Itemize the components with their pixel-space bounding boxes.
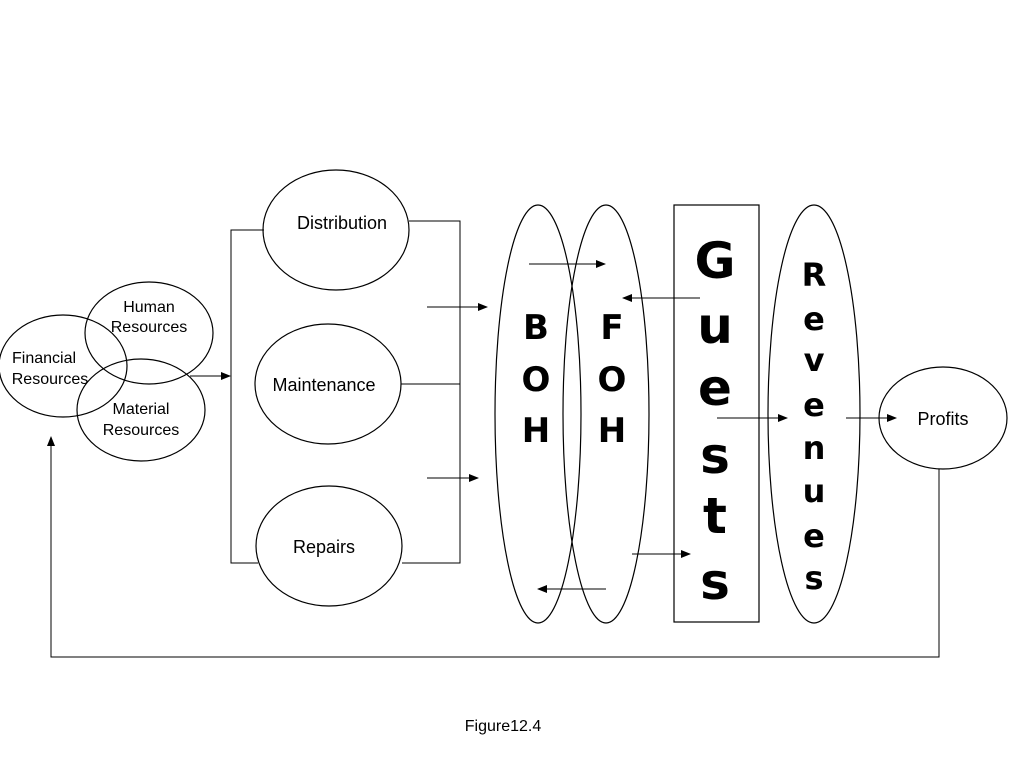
guests-letter-s2: s: [700, 553, 730, 611]
distribution-label: Distribution: [297, 213, 387, 233]
material-resources-label-2: Resources: [103, 422, 179, 439]
material-resources-label-1: Material: [113, 401, 170, 418]
financial-resources-label-2: Resources: [12, 371, 88, 388]
repairs-label: Repairs: [293, 537, 355, 557]
revenues-letter-v: v: [804, 341, 825, 379]
revenues-letter-s: s: [804, 559, 823, 597]
material-resources-ellipse: [76, 358, 206, 462]
revenues-ellipse: [767, 204, 861, 624]
guests-letter-g: G: [694, 232, 735, 290]
revenues-letter-e1: e: [803, 300, 825, 338]
figure-caption: Figure12.4: [465, 718, 542, 735]
boh-letter-o: O: [522, 360, 551, 400]
repairs-ellipse: [255, 485, 403, 607]
guests-box: [673, 204, 760, 623]
human-resources-ellipse: [84, 281, 214, 385]
revenues-letter-r: R: [802, 256, 827, 294]
departments-left-bracket: [230, 229, 264, 564]
profits-label: Profits: [917, 409, 968, 429]
revenues-letter-n: n: [803, 429, 826, 467]
boh-letter-h: H: [522, 411, 550, 451]
maintenance-label: Maintenance: [272, 375, 375, 395]
profits-ellipse: [878, 366, 1008, 470]
financial-resources-label-1: Financial: [12, 350, 76, 367]
foh-letter-h: H: [598, 411, 626, 451]
revenues-letter-e3: e: [803, 517, 825, 555]
guests-letter-s1: s: [700, 427, 730, 485]
guests-letter-e: e: [698, 359, 732, 417]
departments-right-bracket: [402, 220, 461, 564]
distribution-ellipse: [262, 169, 410, 291]
human-resources-label-2: Resources: [111, 319, 187, 336]
guests-letter-u1: u: [697, 297, 733, 355]
foh-letter-f: F: [600, 308, 623, 348]
foh-letter-o: O: [598, 360, 627, 400]
financial-resources-ellipse: [0, 314, 128, 418]
revenues-letter-u: u: [803, 472, 826, 510]
human-resources-label-1: Human: [123, 299, 175, 316]
guests-letter-t: t: [703, 487, 727, 545]
foh-ellipse: [562, 204, 650, 624]
boh-ellipse: [494, 204, 582, 624]
profits-feedback-loop: [47, 436, 940, 658]
boh-letter-b: B: [523, 308, 549, 348]
revenues-letter-e2: e: [803, 386, 825, 424]
